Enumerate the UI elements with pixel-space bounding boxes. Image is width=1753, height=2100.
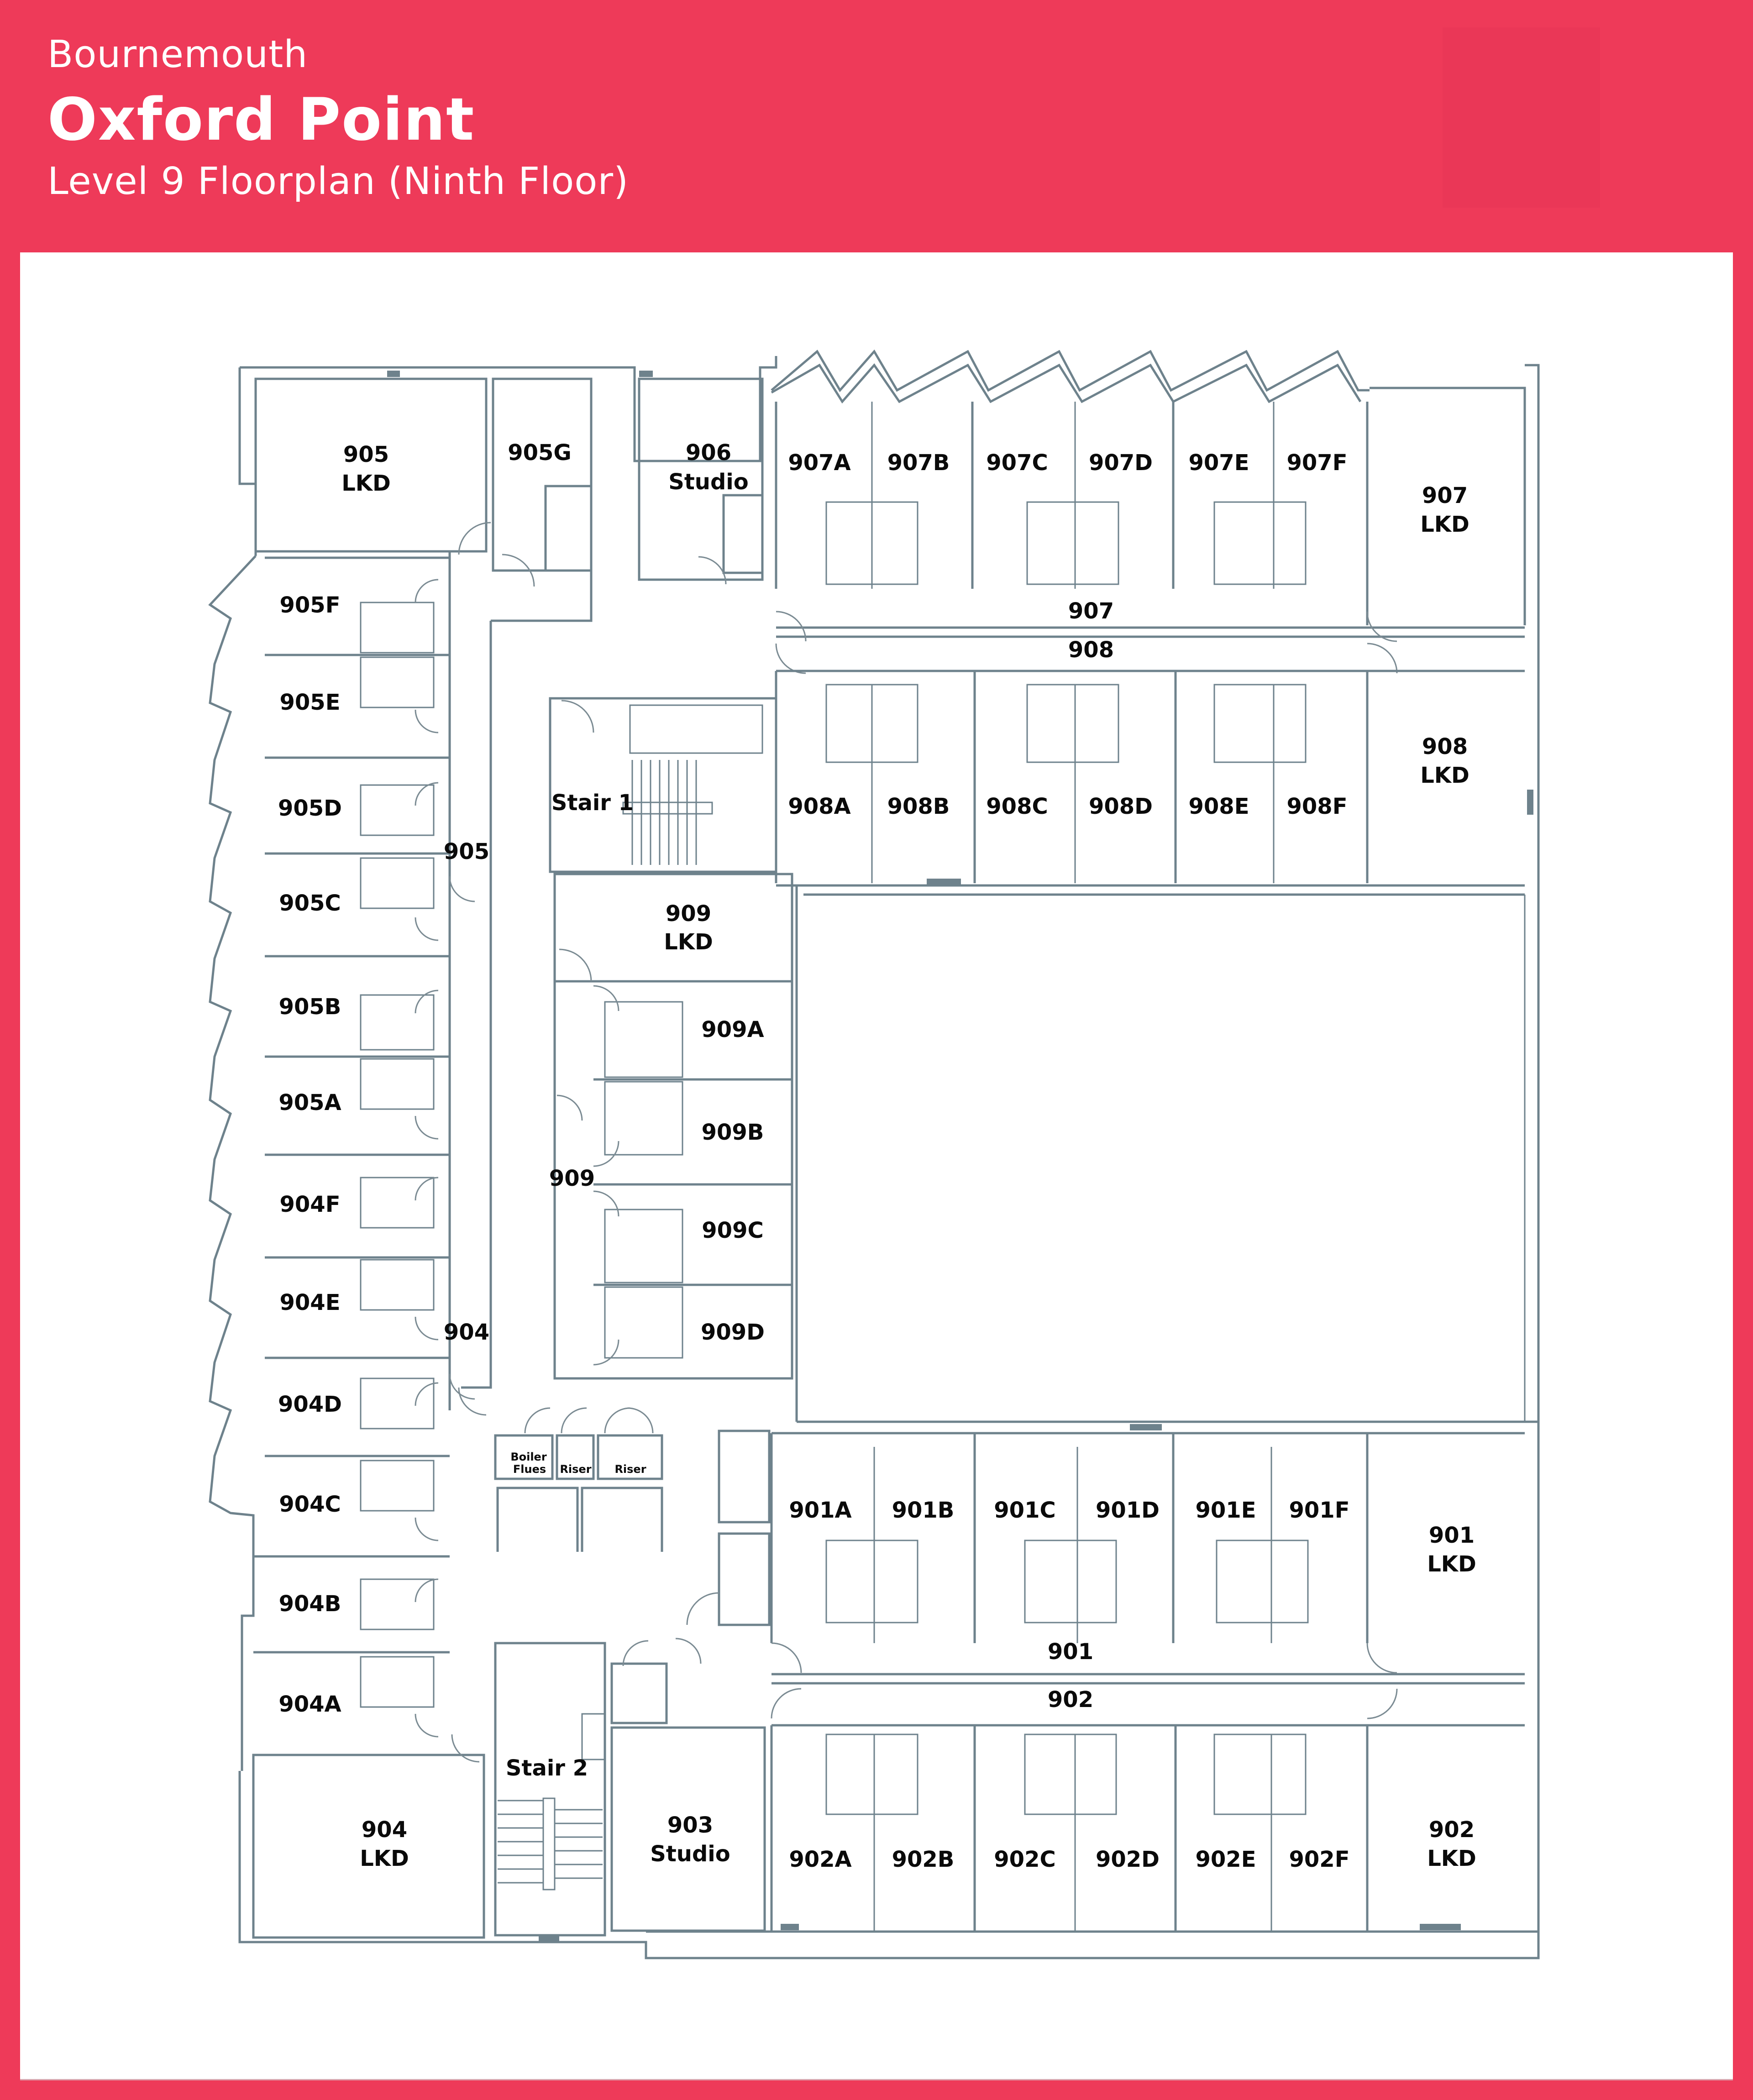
label-904b: 904B — [279, 1591, 341, 1617]
label-902c: 902C — [994, 1847, 1055, 1872]
label-907f: 907F — [1287, 450, 1348, 476]
label-905-lkd-type: LKD — [341, 471, 391, 496]
label-corridor-909: 909 — [549, 1166, 595, 1191]
stair-1 — [549, 697, 777, 873]
label-909c: 909C — [702, 1218, 763, 1243]
label-901e: 901E — [1196, 1498, 1256, 1523]
label-909a: 909A — [701, 1017, 764, 1042]
label-902f: 902F — [1289, 1847, 1350, 1872]
label-904-lkd-type: LKD — [360, 1846, 409, 1871]
logo-placeholder — [1443, 27, 1600, 208]
block-901 — [770, 1424, 1525, 1685]
label-908-lkd-num: 908 — [1422, 734, 1468, 759]
label-908-lkd-type: LKD — [1420, 763, 1470, 788]
header: Bournemouth Oxford Point Level 9 Floorpl… — [0, 0, 1753, 252]
label-stair-2: Stair 2 — [506, 1755, 588, 1781]
label-905e: 905E — [280, 690, 341, 715]
label-905f: 905F — [280, 592, 341, 618]
label-902-lkd-num: 902 — [1429, 1817, 1475, 1843]
block-907 — [775, 402, 1525, 674]
label-904c: 904C — [279, 1492, 341, 1517]
label-corridor-904: 904 — [444, 1320, 489, 1345]
label-904d: 904D — [278, 1392, 342, 1417]
label-corridor-905: 905 — [444, 839, 489, 864]
label-902b: 902B — [892, 1847, 955, 1872]
stair-2 — [494, 1638, 702, 1942]
label-905g: 905G — [508, 440, 572, 466]
label-906-type: Studio — [668, 469, 748, 495]
label-901a: 901A — [789, 1498, 851, 1523]
label-stair-1: Stair 1 — [551, 790, 634, 816]
label-902a: 902A — [789, 1847, 851, 1872]
label-909d: 909D — [701, 1320, 765, 1345]
sawtooth-facade-top — [771, 349, 1370, 404]
label-908a: 908A — [788, 794, 850, 819]
corridor-905-904 — [448, 552, 593, 1410]
label-907e: 907E — [1189, 450, 1249, 476]
label-908c: 908C — [986, 794, 1048, 819]
label-903-num: 903 — [667, 1812, 713, 1838]
label-909b: 909B — [702, 1120, 764, 1145]
label-909-lkd-type: LKD — [664, 929, 713, 955]
courtyard — [795, 885, 1538, 1423]
label-901d: 901D — [1096, 1498, 1160, 1523]
label-908e: 908E — [1189, 794, 1249, 819]
label-902-lkd-type: LKD — [1427, 1846, 1476, 1871]
label-901-lkd-num: 901 — [1429, 1523, 1475, 1548]
floor-subtitle: Level 9 Floorplan (Ninth Floor) — [47, 160, 629, 203]
label-boiler: Boiler — [510, 1451, 547, 1463]
label-904a: 904A — [278, 1692, 341, 1717]
block-902 — [646, 1688, 1538, 1933]
label-907d: 907D — [1089, 450, 1153, 476]
label-902d: 902D — [1096, 1847, 1160, 1872]
label-902e: 902E — [1196, 1847, 1256, 1872]
label-riser-1: Riser — [560, 1463, 591, 1476]
label-904f: 904F — [280, 1192, 341, 1217]
room-labels: 905 LKD 905G 906 Studio 907A 907B 907C 9… — [278, 440, 1476, 1872]
block-908 — [775, 670, 1533, 896]
label-903-type: Studio — [650, 1841, 730, 1867]
label-905a: 905A — [278, 1090, 341, 1115]
label-905b: 905B — [279, 994, 341, 1020]
label-corridor-901: 901 — [1048, 1639, 1093, 1665]
label-908f: 908F — [1287, 794, 1348, 819]
label-901-lkd-type: LKD — [1427, 1551, 1476, 1577]
label-907a: 907A — [788, 450, 850, 476]
building-title: Oxford Point — [47, 86, 475, 154]
block-905-906 — [254, 371, 764, 587]
sawtooth-facade-left — [208, 555, 257, 1771]
label-908b: 908B — [887, 794, 950, 819]
label-907-lkd-type: LKD — [1420, 512, 1470, 537]
label-907c: 907C — [986, 450, 1048, 476]
label-905-lkd-num: 905 — [343, 442, 389, 467]
block-909 — [553, 873, 793, 1380]
service-core — [458, 1387, 771, 1626]
label-riser-2: Riser — [614, 1463, 646, 1476]
city-label: Bournemouth — [47, 33, 308, 76]
label-901f: 901F — [1289, 1498, 1350, 1523]
label-flues: Flues — [513, 1463, 546, 1476]
label-909-lkd-num: 909 — [666, 901, 711, 927]
label-907-lkd-num: 907 — [1422, 483, 1468, 508]
label-901b: 901B — [892, 1498, 955, 1523]
label-905c: 905C — [279, 890, 341, 916]
label-908d: 908D — [1089, 794, 1153, 819]
label-906-num: 906 — [686, 440, 731, 466]
label-904e: 904E — [280, 1290, 341, 1315]
label-904-lkd-num: 904 — [362, 1817, 407, 1843]
label-901c: 901C — [994, 1498, 1055, 1523]
label-corridor-902: 902 — [1048, 1687, 1093, 1712]
label-907b: 907B — [887, 450, 950, 476]
label-corridor-907: 907 — [1068, 598, 1114, 624]
label-corridor-908: 908 — [1068, 637, 1114, 663]
building-outline — [238, 356, 1540, 1959]
label-905d: 905D — [278, 796, 342, 821]
